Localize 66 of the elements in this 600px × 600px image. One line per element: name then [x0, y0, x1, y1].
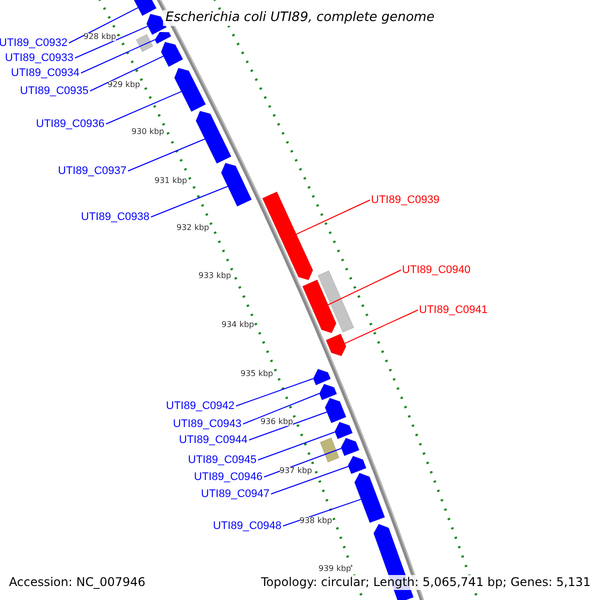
gene-label: UTI89_C0946: [194, 471, 262, 484]
scale-label: 934 kbp: [222, 320, 254, 330]
gene-label: UTI89_C0945: [188, 454, 256, 466]
leader-line: [150, 186, 228, 218]
scale-label: 936 kbp: [260, 418, 294, 426]
gene-block: [324, 398, 346, 424]
gene-label: UTI89_C0932: [0, 37, 68, 50]
gene-label: UTI89_C0938: [81, 211, 150, 224]
gene-block: [174, 68, 206, 112]
scale-label: 939 kbp: [318, 564, 352, 574]
leader-line: [282, 498, 362, 526]
gene-label: UTI89_C0940: [402, 264, 470, 276]
gene-label: UTI89_C0947: [201, 488, 270, 500]
leader-line: [68, 7, 138, 44]
gene-label: UTI89_C0942: [166, 400, 234, 412]
feature-box: [136, 34, 154, 52]
gene-label: UTI89_C0939: [371, 194, 440, 206]
gene-block: [334, 422, 353, 440]
gene-label: UTI89_C0933: [5, 52, 74, 64]
gene-label: UTI89_C0934: [11, 67, 80, 80]
leader-line: [74, 26, 148, 58]
scale-label: 931 kbp: [154, 176, 188, 186]
leader-line: [80, 39, 156, 74]
leader-line: [248, 412, 328, 440]
leader-line: [258, 432, 336, 460]
scale-label: 932 kbp: [176, 224, 210, 232]
scale-label: 933 kbp: [198, 272, 232, 280]
leader-line: [344, 310, 418, 344]
leader-line: [242, 393, 320, 424]
scale-label: 938 kbp: [300, 516, 332, 526]
leader-line: [106, 91, 182, 124]
gene-block: [160, 42, 184, 67]
gene-block: [319, 384, 338, 400]
gene-label: UTI89_C0948: [213, 520, 282, 532]
leader-line: [128, 138, 206, 172]
gene-block: [262, 191, 314, 280]
leader-line: [90, 56, 164, 92]
scale-label: 937 kbp: [280, 466, 312, 476]
genome-info-text: Topology: circular; Length: 5,065,741 bp; Genes: 5,131: [259, 574, 593, 590]
gene-block: [154, 32, 172, 44]
gene-label: UTI89_C0943: [173, 418, 242, 430]
gene-block: [348, 456, 366, 474]
gene-label: UTI89_C0937: [58, 165, 126, 178]
feature-box: [320, 438, 340, 462]
leader-line: [328, 270, 402, 306]
gene-block: [134, 0, 157, 16]
feature-box: [318, 270, 354, 333]
scale-label: 930 kbp: [132, 128, 164, 136]
scale-label: 928 kbp: [84, 32, 116, 42]
gene-block: [220, 162, 252, 207]
gene-label: UTI89_C0944: [179, 434, 248, 446]
gene-block: [354, 472, 386, 524]
gene-block: [340, 438, 360, 456]
accession-text: Accession: NC_007946: [7, 574, 148, 590]
gene-block: [302, 280, 336, 334]
leader-line: [296, 200, 370, 235]
gene-label: UTI89_C0941: [419, 304, 488, 316]
leader-line: [270, 466, 349, 494]
scale-label: 935 kbp: [240, 370, 274, 378]
gene-label: UTI89_C0936: [36, 118, 104, 130]
gene-block: [312, 368, 331, 386]
leader-line: [236, 378, 314, 406]
gene-block: [196, 110, 232, 164]
gene-label: UTI89_C0935: [20, 85, 88, 98]
gene-block: [326, 334, 346, 356]
scale-label: 929 kbp: [108, 80, 140, 90]
